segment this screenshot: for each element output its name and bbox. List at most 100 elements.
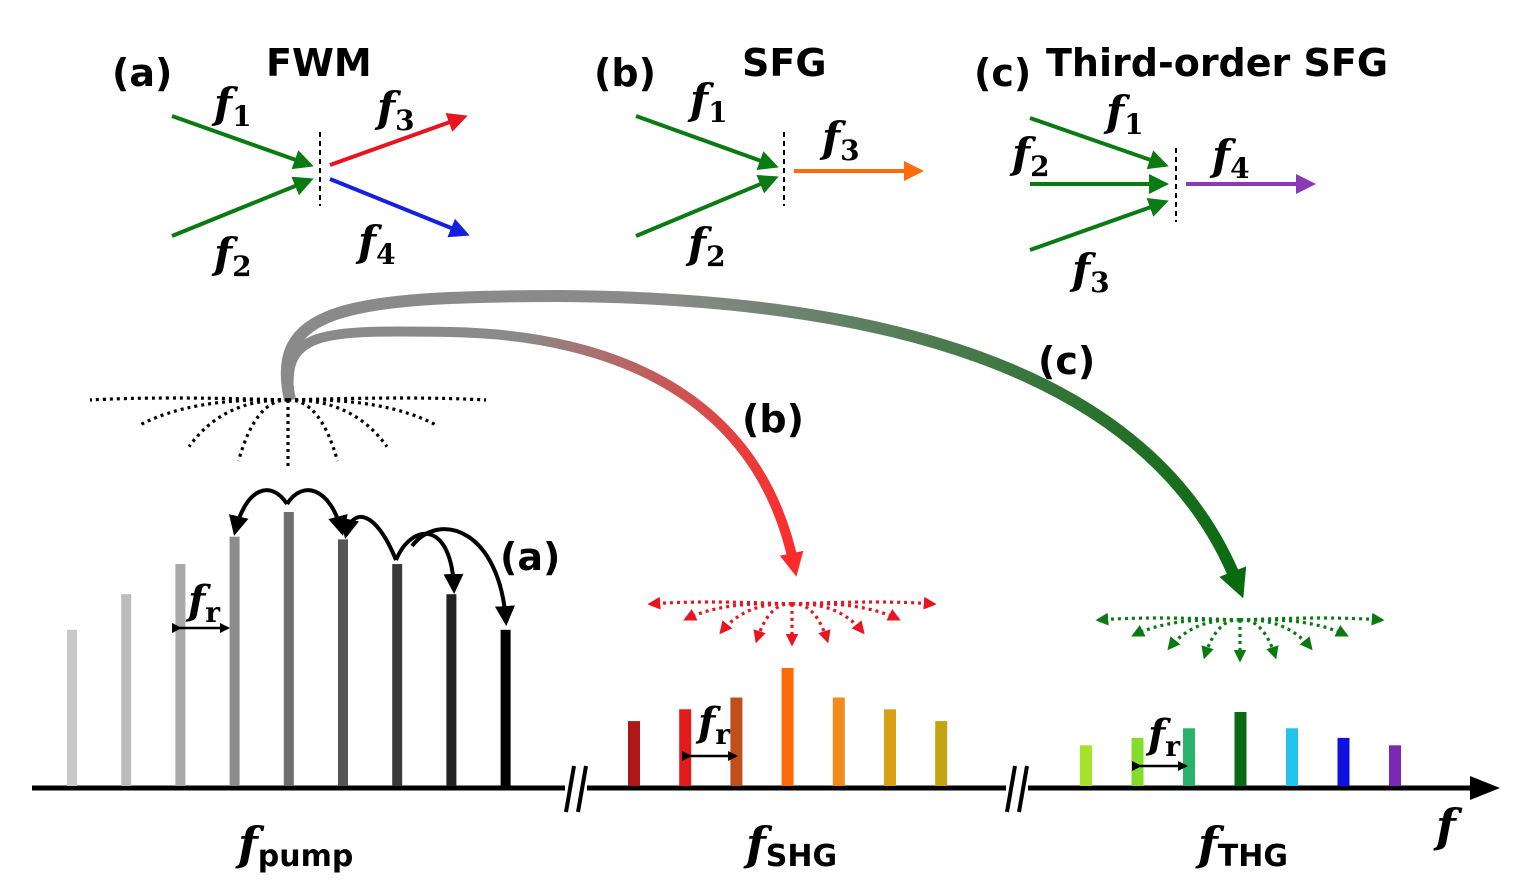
tsfg-label-f1: f1 <box>1103 87 1144 141</box>
shg-fan <box>647 596 937 647</box>
pump-comb-line-2 <box>121 594 132 786</box>
shg-process-tag: (b) <box>742 397 804 441</box>
sfg-input-arrow-2 <box>635 174 779 238</box>
pump-comb-line-4 <box>229 536 240 786</box>
shg-fan-line-2 <box>683 601 793 621</box>
thg-fan-line-3 <box>1167 618 1241 651</box>
thg-comb-line-4 <box>1234 712 1247 786</box>
pump-comb-line-6 <box>338 539 348 786</box>
pump-comb-line-9 <box>500 629 511 786</box>
thg-fan-line-6 <box>1239 618 1279 660</box>
thg-comb-line-5 <box>1286 728 1298 786</box>
tsfg-input-arrow-1 <box>1029 116 1169 170</box>
thg-comb-line-2 <box>1131 737 1144 786</box>
cascade-arc-1 <box>229 488 289 536</box>
process-arrows: (b) (c) <box>280 289 1247 599</box>
thg-fan-line-7 <box>1239 618 1313 651</box>
pump-fan-line-3 <box>187 398 289 448</box>
fwm-output-arrow-3 <box>329 112 468 167</box>
shg-comb-line-4 <box>781 668 794 786</box>
sfg-label-f1: f1 <box>687 75 728 129</box>
shg-comb-line-3 <box>730 697 743 786</box>
panel-b-sfg: (b) SFG f1 f2 f3 <box>594 41 924 273</box>
pump-comb-line-8 <box>446 594 457 786</box>
shg-fan-line-3 <box>719 602 793 635</box>
cascade-arc-3 <box>339 515 398 561</box>
axis-break-2b <box>1017 765 1029 813</box>
panel-c-third-order-sfg: (c) Third-order SFG f1 f2 f3 f4 <box>974 41 1388 299</box>
shg-fan-line-6 <box>791 602 831 644</box>
thg-fan-line-8 <box>1239 617 1349 637</box>
sfg-input-arrow-1 <box>635 114 779 170</box>
shg-comb-line-1 <box>628 721 640 786</box>
thg-spacing-label: fr <box>1145 711 1181 763</box>
fwm-input-arrow-2 <box>171 176 314 238</box>
fwm-input-arrow-1 <box>171 114 314 170</box>
shg-comb-line-7 <box>935 721 948 786</box>
pump-process-tag: (a) <box>500 535 560 579</box>
pump-fan-line-9 <box>287 396 487 402</box>
tsfg-label-f2: f2 <box>1009 129 1050 183</box>
axis-break-2a <box>1005 765 1017 813</box>
shg-comb-line-6 <box>884 709 896 786</box>
thg-comb-line-7 <box>1389 745 1401 786</box>
tsfg-label-f4: f4 <box>1209 131 1250 185</box>
axis-break-1b <box>576 765 588 813</box>
axis-break-1a <box>564 765 576 813</box>
cascade-arc-4 <box>394 531 464 594</box>
fwm-label-f4: f4 <box>355 217 396 271</box>
fwm-cascade-arcs: (a) <box>229 488 560 626</box>
tsfg-input-arrow-3 <box>1029 197 1169 252</box>
shg-spacing-label: fr <box>695 699 731 751</box>
pump-fan <box>89 396 487 466</box>
shg-process-arrow <box>283 326 804 577</box>
shg-label: fSHG <box>743 817 837 874</box>
cascade-arc-5 <box>410 527 515 626</box>
pump-comb <box>67 512 511 786</box>
fwm-label-f3: f3 <box>374 83 415 137</box>
pump-comb-line-1 <box>67 629 77 786</box>
pump-spacing-label: fr <box>185 577 221 629</box>
shg-fan-line-8 <box>791 601 901 621</box>
shg-fan-line-7 <box>791 602 865 635</box>
fwm-label-f2: f2 <box>211 229 252 283</box>
panel-b-title: SFG <box>742 41 827 85</box>
shg-fan-line-9 <box>791 596 937 610</box>
fwm-output-arrow-4 <box>329 177 470 238</box>
axis-label-f: f <box>1433 799 1463 853</box>
pump-fan-line-7 <box>287 398 389 448</box>
panel-b-tag: (b) <box>594 51 656 95</box>
shg-comb <box>628 668 948 786</box>
spacing-markers: fr fr fr <box>172 577 1188 771</box>
panel-a-fwm: (a) FWM f1 f2 f3 f4 <box>112 41 470 283</box>
fwm-label-f1: f1 <box>211 79 252 133</box>
thg-comb <box>1080 712 1401 786</box>
shg-comb-line-2 <box>679 709 692 786</box>
shg-comb-line-5 <box>832 697 845 786</box>
axis-arrowhead <box>1470 776 1500 800</box>
thg-process-arrow <box>280 289 1247 599</box>
panel-c-title: Third-order SFG <box>1046 41 1388 85</box>
cascade-arc-2 <box>285 488 348 536</box>
panel-a-title: FWM <box>266 41 372 85</box>
pump-comb-line-7 <box>392 564 403 786</box>
sfg-label-f2: f2 <box>685 219 726 273</box>
thg-process-tag: (c) <box>1038 339 1095 383</box>
thg-label: fTHG <box>1195 817 1288 874</box>
thg-fan-line-2 <box>1131 617 1241 637</box>
tsfg-label-f3: f3 <box>1069 245 1110 299</box>
panel-c-tag: (c) <box>974 51 1031 95</box>
thg-comb-line-1 <box>1080 745 1092 786</box>
thg-fan-line-4 <box>1201 618 1241 660</box>
shg-fan-line-4 <box>753 602 793 644</box>
thg-comb-line-3 <box>1183 728 1195 786</box>
panel-a-tag: (a) <box>112 51 172 95</box>
pump-label: fpump <box>235 817 353 874</box>
pump-fan-line-4 <box>236 398 289 462</box>
pump-comb-line-3 <box>175 564 186 786</box>
thg-fan-line-9 <box>1239 612 1385 626</box>
thg-fan <box>1095 612 1385 663</box>
sfg-label-f3: f3 <box>819 113 860 167</box>
thg-comb-line-6 <box>1337 737 1350 786</box>
pump-fan-line-6 <box>287 398 340 462</box>
